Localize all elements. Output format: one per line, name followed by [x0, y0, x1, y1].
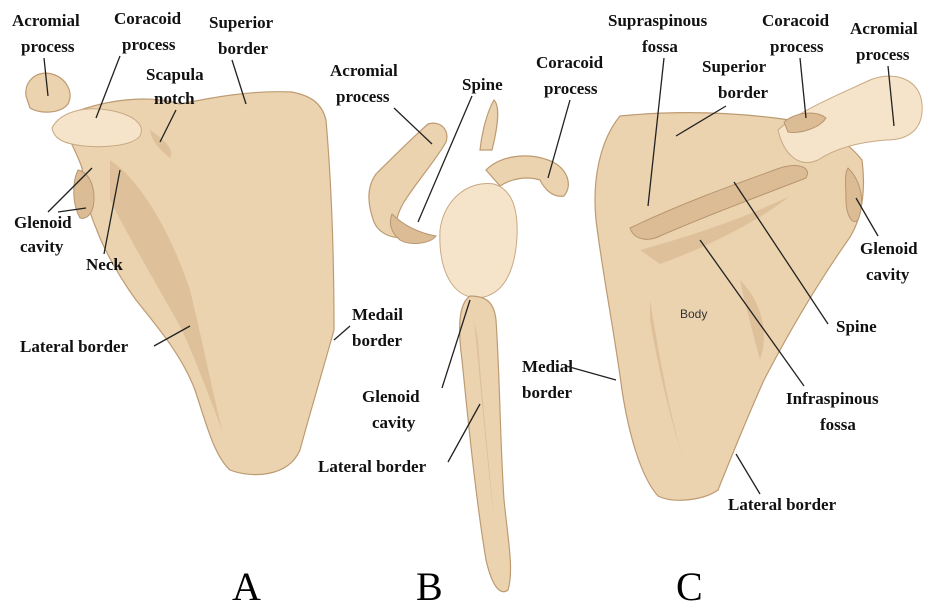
- c-spine-label: Spine: [836, 317, 877, 336]
- a-glenoid-cavity-label: Glenoid cavity: [14, 213, 76, 256]
- c-coracoid-process-label: Coracoid process: [762, 11, 833, 56]
- a-medial-border-label: Medail border: [352, 305, 407, 350]
- c-lateral-border-label: Lateral border: [728, 495, 837, 514]
- b-acromial-process-label: Acromial process: [330, 61, 402, 106]
- a-neck-label: Neck: [86, 255, 123, 274]
- view-a-panel-letter: A: [232, 564, 261, 609]
- view-c-bone: [595, 76, 922, 500]
- view-c: Supraspinous fossa Superior border Corac…: [522, 11, 922, 609]
- view-b-panel-letter: B: [416, 564, 443, 609]
- b-lateral-border-label: Lateral border: [318, 457, 427, 476]
- c-acromial-process-label: Acromial process: [850, 19, 922, 64]
- b-glenoid-cavity-label: Glenoid cavity: [362, 387, 424, 432]
- c-glenoid-cavity-label: Glenoid cavity: [860, 239, 922, 284]
- c-superior-border-label: Superior border: [702, 57, 770, 102]
- a-acromial-process-label: Acromial process: [12, 11, 84, 56]
- a-coracoid-process-label: Coracoid process: [114, 9, 185, 54]
- view-a-bone: [26, 73, 334, 474]
- c-supraspinous-fossa-label: Supraspinous fossa: [608, 11, 711, 56]
- view-c-panel-letter: C: [676, 564, 703, 609]
- c-medial-border-label: Medial border: [522, 357, 577, 402]
- a-lateral-border-label: Lateral border: [20, 337, 129, 356]
- b-spine-label: Spine: [462, 75, 503, 94]
- b-coracoid-process-label: Coracoid process: [536, 53, 607, 98]
- c-infraspinous-fossa-label: Infraspinous fossa: [786, 389, 883, 434]
- c-body-label: Body: [680, 307, 707, 321]
- a-superior-border-label: Superior border: [209, 13, 277, 58]
